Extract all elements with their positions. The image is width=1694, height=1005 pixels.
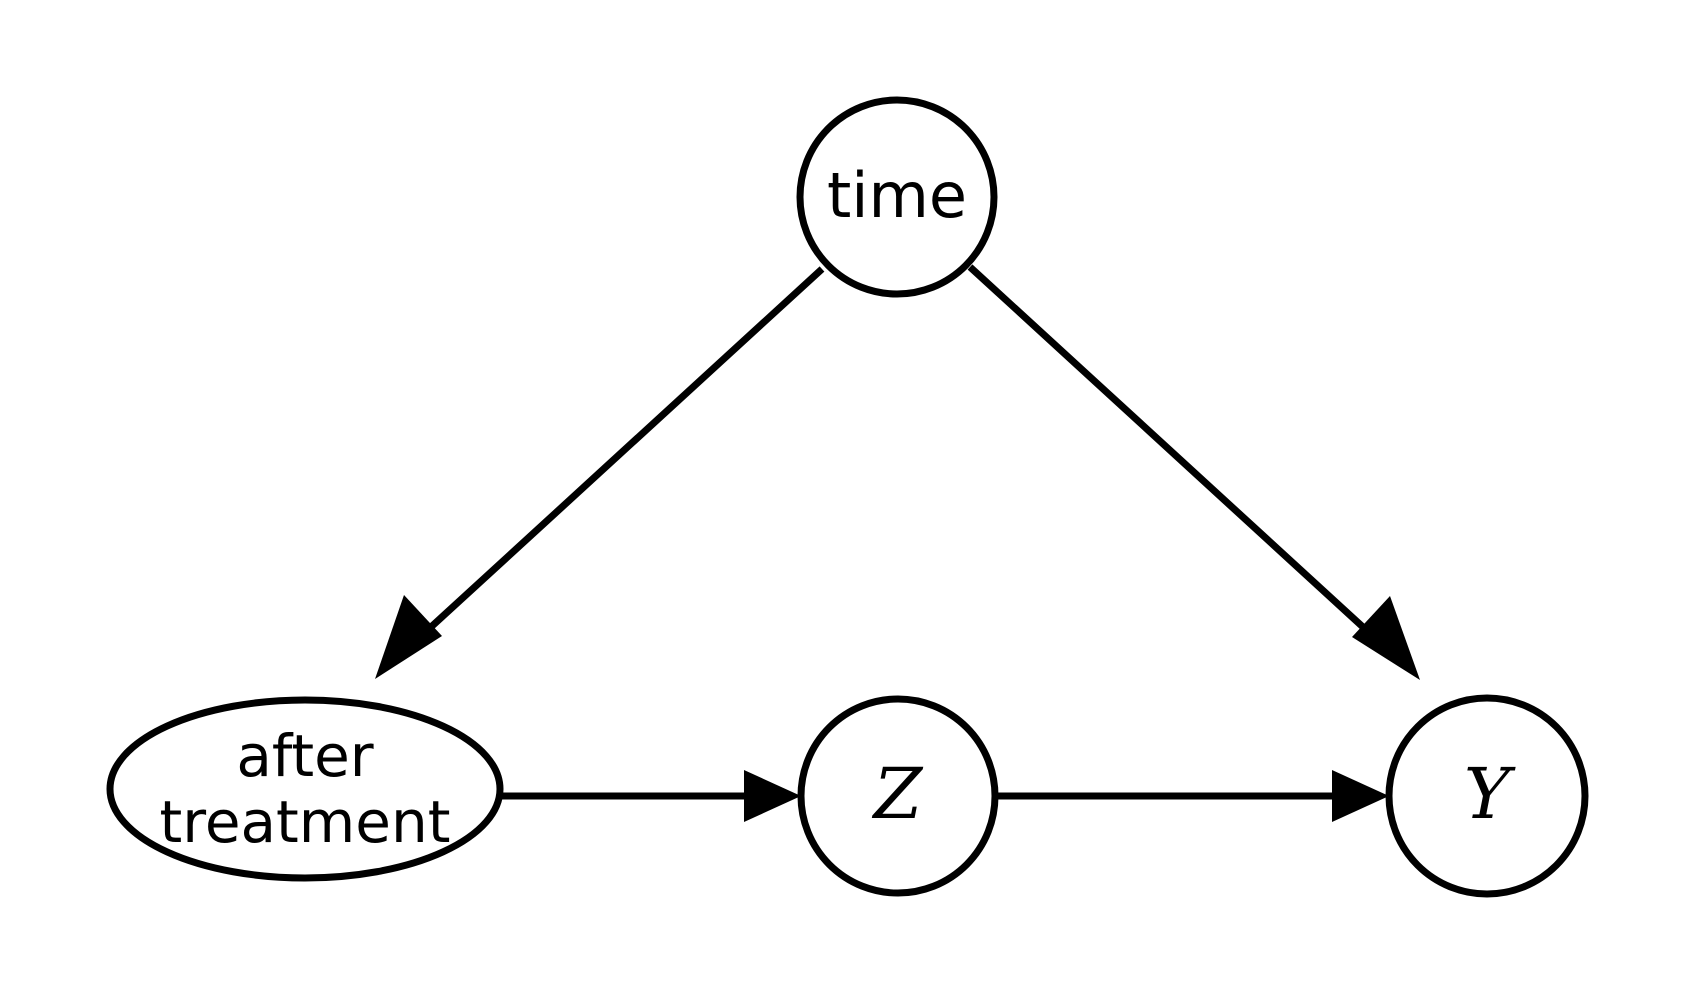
edge-time-to-after-treatment-arrowhead: [375, 595, 442, 679]
edge-z-to-y-arrowhead: [1332, 770, 1389, 822]
node-y-label: Y: [1464, 753, 1516, 835]
edge-time-to-y-arrowhead: [1352, 596, 1420, 680]
node-after-treatment[interactable]: after treatment: [106, 696, 504, 882]
node-z-circle[interactable]: [797, 695, 999, 897]
edge-z-to-y: [996, 770, 1389, 822]
edge-after-treatment-to-z-arrowhead: [744, 770, 801, 822]
node-z[interactable]: Z: [797, 695, 999, 897]
edge-time-to-after-treatment-line: [416, 266, 825, 641]
node-time[interactable]: time: [796, 96, 998, 298]
node-y[interactable]: Y: [1385, 694, 1589, 898]
edge-time-to-after-treatment: [375, 266, 825, 679]
edge-time-to-y-line: [967, 264, 1379, 642]
node-after-treatment-ellipse[interactable]: [106, 696, 504, 882]
node-time-circle[interactable]: [796, 96, 998, 298]
edge-time-to-y: [967, 264, 1420, 680]
node-y-circle[interactable]: [1385, 694, 1589, 898]
node-z-label: Z: [872, 753, 924, 835]
node-after-treatment-label-line2: treatment: [160, 788, 451, 856]
edge-after-treatment-to-z: [501, 770, 801, 822]
node-after-treatment-label-line1: after: [236, 722, 373, 790]
node-time-label: time: [827, 159, 967, 232]
